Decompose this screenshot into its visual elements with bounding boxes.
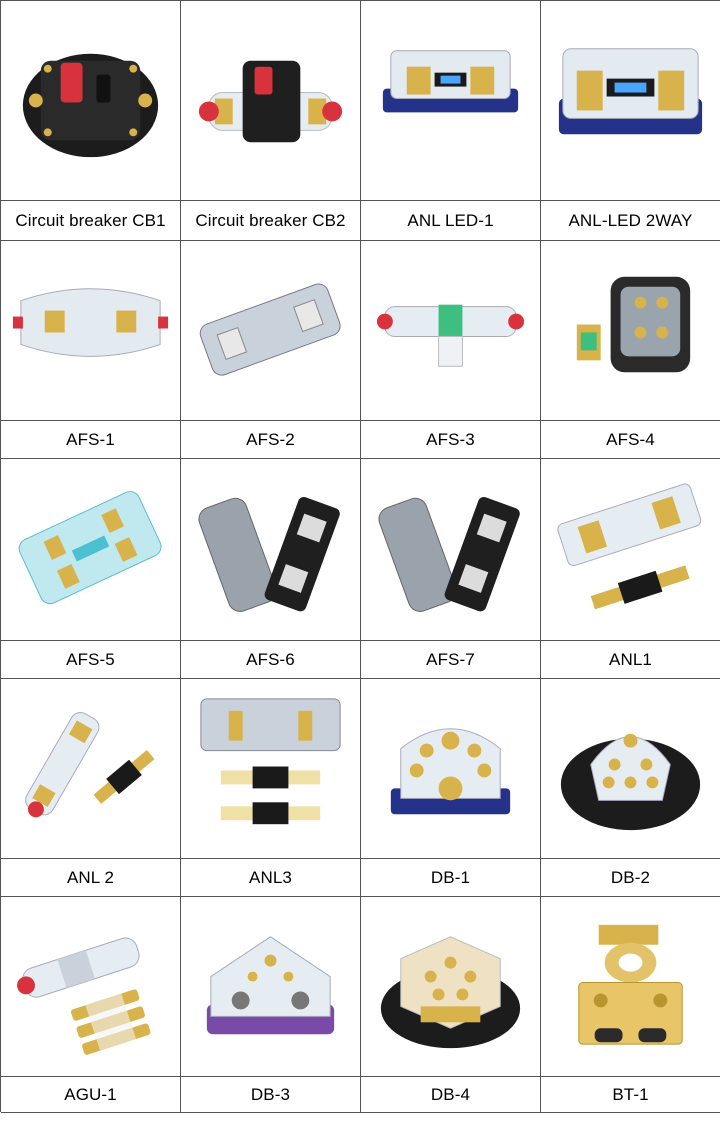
product-label-afs-3: AFS-3 (361, 421, 541, 459)
product-label-cb1: Circuit breaker CB1 (1, 201, 181, 241)
product-label-agu-1: AGU-1 (1, 1077, 181, 1113)
anl-fuse-holder-icon (557, 483, 702, 610)
product-label-cb2: Circuit breaker CB2 (181, 201, 361, 241)
product-image-cell-afs-5 (1, 459, 181, 641)
product-label-anl-led-1: ANL LED-1 (361, 201, 541, 241)
anl-2way-fuse-holder-icon (558, 48, 703, 135)
product-label-anl3: ANL3 (181, 859, 361, 897)
product-label-afs-4: AFS-4 (541, 421, 720, 459)
product-label-anl1: ANL1 (541, 641, 720, 679)
product-image-cell-cb1 (1, 1, 181, 201)
product-label-afs-2: AFS-2 (181, 421, 361, 459)
product-image-cell-anl-led-2way (541, 1, 720, 201)
afs-fuse-holder-smoked-icon (199, 283, 341, 376)
product-image-cell-db-4 (361, 897, 541, 1077)
product-label-afs-7: AFS-7 (361, 641, 541, 679)
product-image-cell-anl-2 (1, 679, 181, 859)
inline-anl-fuse-holder-icon (25, 712, 155, 818)
product-image-cell-agu-1 (1, 897, 181, 1077)
inline-circuit-breaker-icon (198, 60, 343, 143)
distribution-block-icon (390, 728, 511, 815)
product-label-anl-2: ANL 2 (1, 859, 181, 897)
afs-fuse-holder-cover-icon (378, 496, 520, 612)
product-label-bt-1: BT-1 (541, 1077, 720, 1113)
product-label-afs-1: AFS-1 (1, 421, 181, 459)
circuit-breaker-icon (22, 53, 159, 158)
product-image-cell-db-1 (361, 679, 541, 859)
anl-fuse-holder-led-icon (382, 50, 519, 113)
product-image-cell-afs-2 (181, 241, 361, 421)
product-image-cell-afs-4 (541, 241, 720, 421)
product-label-db-1: DB-1 (361, 859, 541, 897)
product-image-cell-afs-3 (361, 241, 541, 421)
agu-fuse-holder-icon (17, 937, 151, 1055)
product-image-cell-db-3 (181, 897, 361, 1077)
product-image-cell-bt-1 (541, 897, 720, 1077)
afs-dual-fuse-block-icon (18, 491, 162, 605)
afs-fuse-holder-icon (12, 288, 169, 357)
product-label-db-4: DB-4 (361, 1077, 541, 1113)
product-image-cell-db-2 (541, 679, 720, 859)
product-image-cell-cb2 (181, 1, 361, 201)
battery-terminal-icon (578, 924, 683, 1045)
product-label-anl-led-2way: ANL-LED 2WAY (541, 201, 720, 241)
afs-fuse-holder-cover-icon (198, 496, 340, 612)
afs-fuse-block-icon (576, 276, 691, 373)
product-image-cell-anl3 (181, 679, 361, 859)
product-label-db-2: DB-2 (541, 859, 720, 897)
distribution-block-purple-icon (206, 936, 335, 1035)
inline-afs-fuse-holder-icon (376, 304, 525, 367)
product-image-cell-afs-7 (361, 459, 541, 641)
product-image-cell-afs-6 (181, 459, 361, 641)
product-image-cell-anl-led-1 (361, 1, 541, 201)
product-label-afs-5: AFS-5 (1, 641, 181, 679)
product-label-db-3: DB-3 (181, 1077, 361, 1113)
distribution-block-hex-icon (380, 936, 521, 1049)
anl-fuse-holder-icon (200, 698, 341, 825)
product-image-cell-afs-1 (1, 241, 181, 421)
product-label-afs-6: AFS-6 (181, 641, 361, 679)
distribution-block-round-icon (560, 733, 701, 831)
product-image-cell-anl1 (541, 459, 720, 641)
